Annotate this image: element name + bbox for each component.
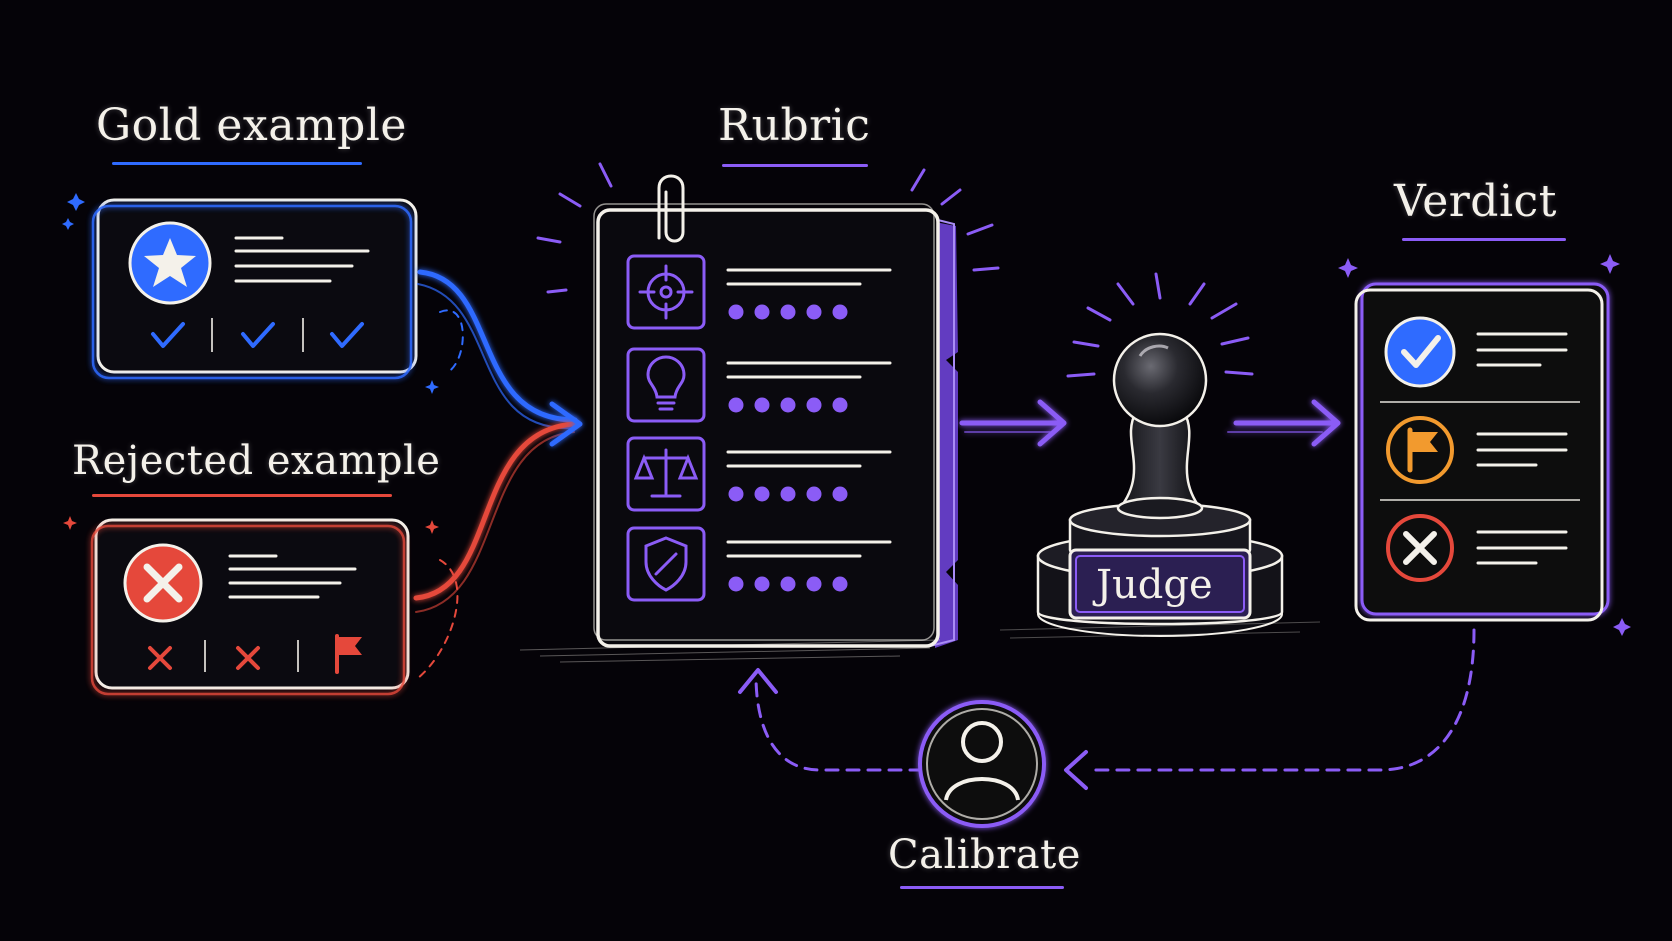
x-mark-icon	[148, 646, 172, 670]
rubric-text-lines	[726, 540, 892, 558]
rating-dot	[754, 576, 770, 592]
rubric-clipboard	[519, 162, 1000, 663]
gold-example-label: Gold example	[96, 100, 407, 151]
calibrate-person	[918, 700, 1046, 828]
rubric-text-lines	[726, 361, 892, 379]
rating-dot	[754, 486, 770, 502]
rejected-example-label: Rejected example	[72, 438, 441, 484]
target-icon	[638, 264, 694, 320]
rating-dot	[754, 304, 770, 320]
rejected-example-card	[90, 518, 410, 696]
sparkle-decoration	[62, 193, 439, 394]
lightbulb-icon	[646, 355, 686, 411]
rating-dot	[806, 576, 822, 592]
flag-circle-icon	[1386, 416, 1454, 484]
x-circle-icon	[1386, 514, 1454, 582]
rating-dot	[832, 576, 848, 592]
rating-dot	[832, 397, 848, 413]
rating-dot	[832, 486, 848, 502]
gold-example-underline	[112, 162, 362, 165]
rejected-example-underline	[92, 494, 392, 497]
rubric-criterion-row	[626, 347, 892, 423]
rating-dot	[806, 304, 822, 320]
verdict-text-lines	[1476, 332, 1568, 565]
verdict-label: Verdict	[1394, 176, 1557, 227]
person-icon	[944, 721, 1020, 801]
rating-dot	[780, 576, 796, 592]
rubric-to-judge-arrow	[959, 399, 1067, 447]
scales-icon	[633, 448, 699, 498]
rating-dot	[806, 397, 822, 413]
flag-icon	[335, 634, 362, 674]
rubric-criterion-row	[626, 526, 892, 602]
verdict-underline	[1402, 238, 1566, 241]
gold-example-card	[91, 198, 418, 380]
rubric-label: Rubric	[718, 100, 871, 151]
rubric-text-lines	[726, 450, 892, 468]
sparkle-decoration	[1338, 254, 1631, 636]
rating-dot	[806, 486, 822, 502]
rating-dot	[728, 397, 744, 413]
calibrate-loop	[754, 628, 1476, 772]
x-mark-icon	[236, 646, 260, 670]
rubric-rays	[536, 162, 1000, 294]
rejected-text-lines	[228, 554, 357, 599]
checkmark-icon	[241, 322, 275, 348]
rubric-criterion-row	[626, 436, 892, 512]
calibrate-underline	[900, 886, 1064, 889]
calibrate-label: Calibrate	[888, 832, 1081, 878]
sparkle-decoration	[63, 516, 439, 534]
rating-dot	[728, 576, 744, 592]
rubric-criterion-row	[626, 254, 892, 330]
judge-to-verdict-arrow	[1227, 399, 1341, 447]
check-circle-icon	[1384, 316, 1456, 388]
star-icon	[128, 221, 212, 305]
rubric-underline	[722, 164, 868, 167]
x-circle-icon	[123, 543, 203, 623]
judge-label: Judge	[1096, 562, 1213, 608]
checkmark-icon	[151, 322, 185, 348]
judge-stamp	[999, 272, 1321, 639]
paperclip-icon	[657, 174, 685, 243]
rating-dot	[780, 486, 796, 502]
rubric-text-lines	[726, 268, 892, 286]
arrowhead-icon	[1064, 750, 1088, 790]
rating-dot	[728, 304, 744, 320]
rating-dot	[754, 397, 770, 413]
rating-dot	[832, 304, 848, 320]
rating-dot	[728, 486, 744, 502]
arrowhead-icon	[738, 668, 778, 694]
checkmark-icon	[330, 322, 364, 348]
example-connectors	[413, 269, 583, 679]
rating-dot	[780, 304, 796, 320]
verdict-card	[1354, 282, 1610, 622]
gold-text-lines	[234, 236, 370, 283]
shield-icon	[644, 536, 688, 592]
rating-dot	[780, 397, 796, 413]
judge-rays	[1066, 272, 1254, 378]
